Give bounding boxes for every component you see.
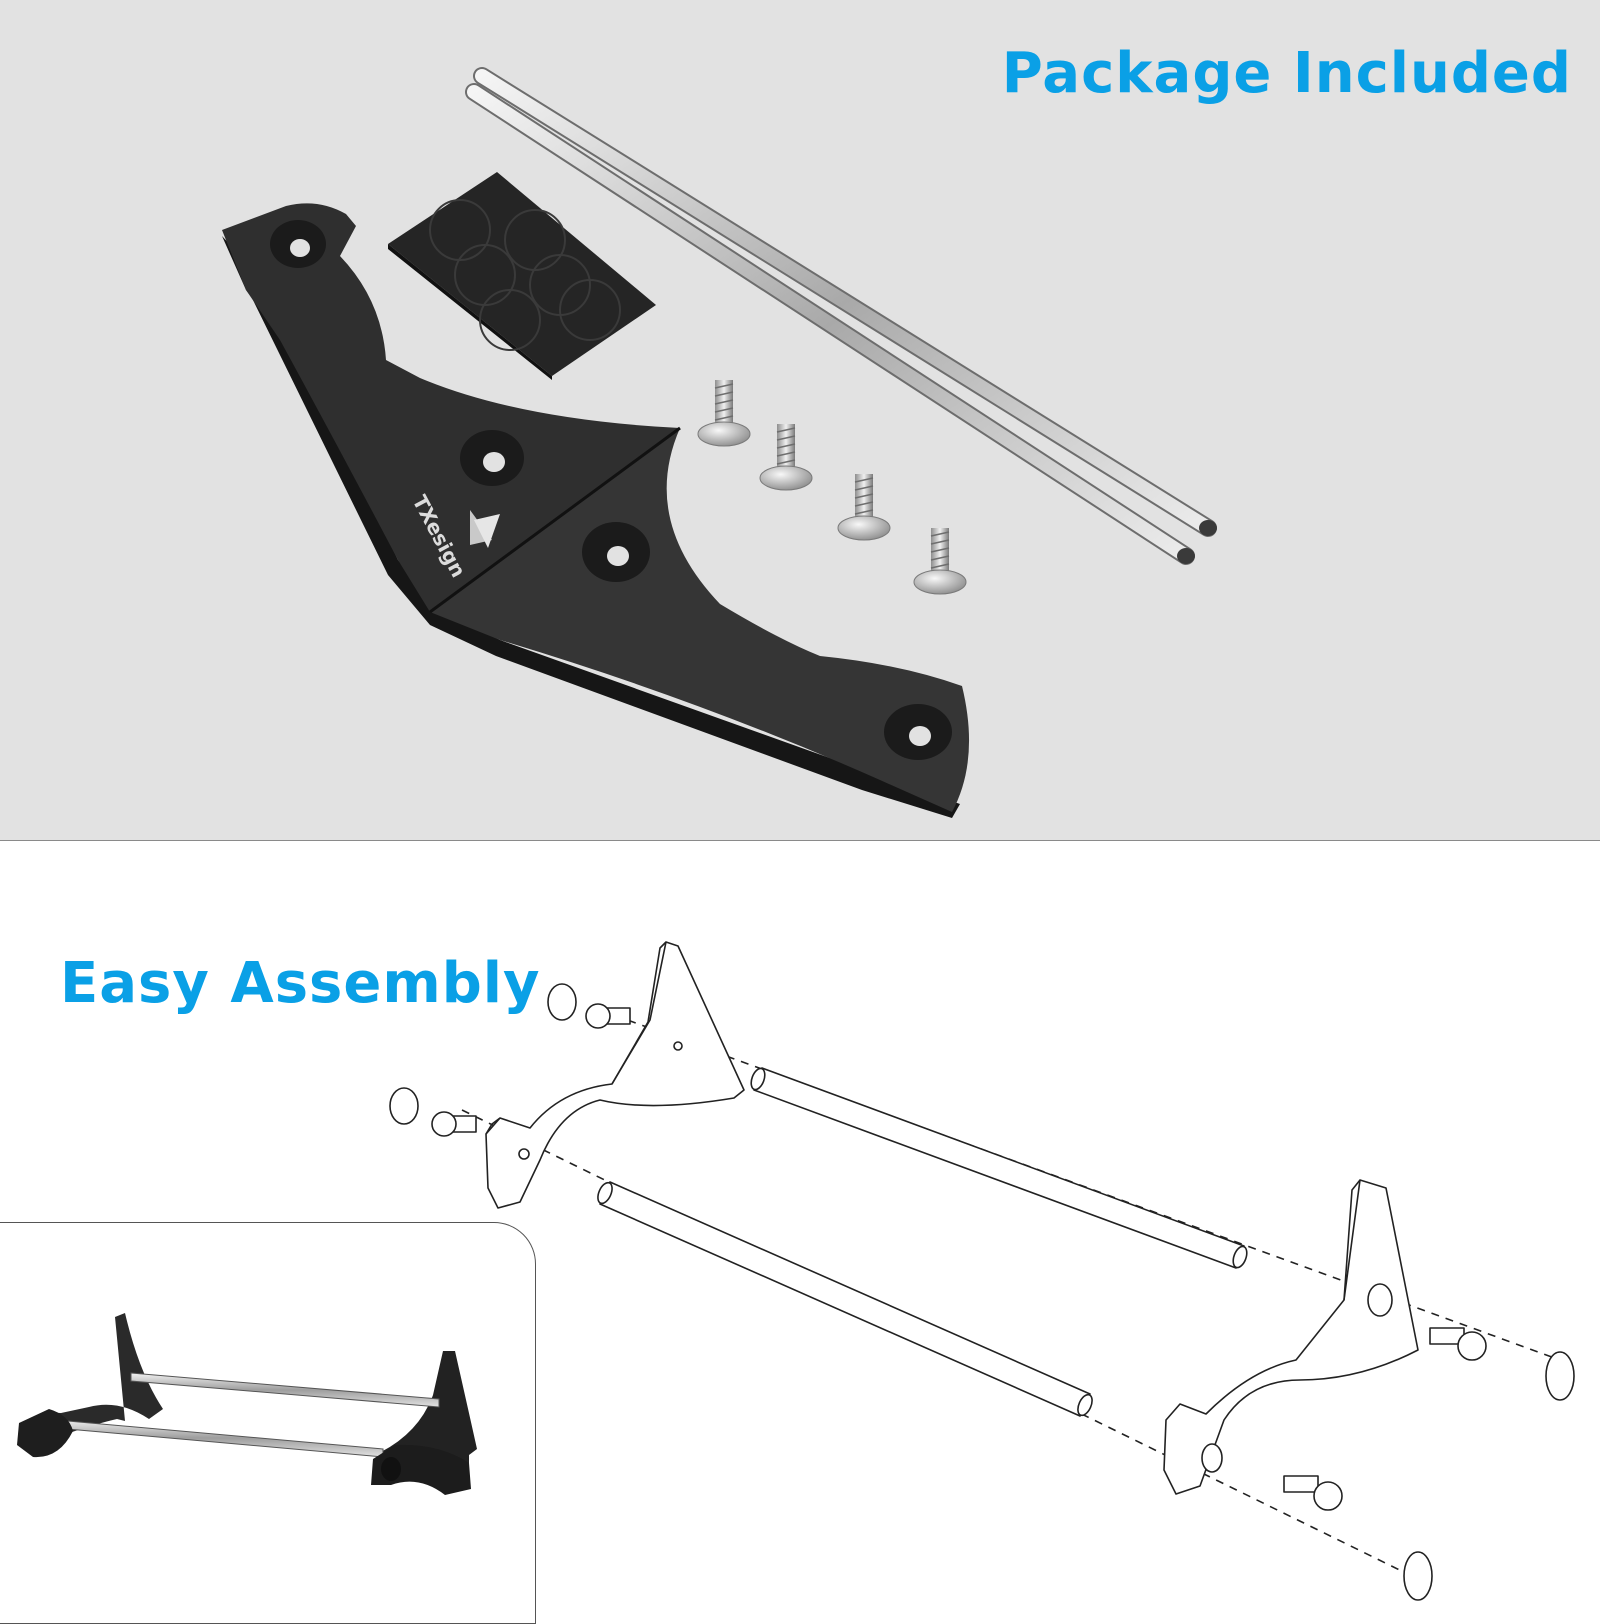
metal-rods [465,67,1217,565]
screw-3 [837,474,891,541]
assembled-stand-photo [17,1313,477,1495]
bracket-lower [430,428,970,812]
screw-1 [697,380,751,447]
rubber-pad-sheet [388,172,656,380]
rubber-pad-dots [429,199,621,351]
right-bracket-outline [1163,1179,1419,1495]
package-contents-photo: TXesign [222,67,1217,818]
cap-1 [547,983,577,1021]
cap-2 [389,1087,419,1125]
assembly-screws [389,983,1575,1601]
cap-3 [1545,1351,1575,1401]
cap-4 [1403,1551,1433,1601]
bracket-pair: TXesign [222,203,970,818]
assembled-product-inset [0,1222,536,1624]
assembly-rods [597,1067,1248,1417]
screws [697,380,967,595]
screw-4 [913,528,967,595]
bracket-upper [222,203,680,613]
left-bracket-outline [485,941,745,1209]
package-included-heading: Package Included [1001,41,1572,106]
bracket-holes [270,220,952,760]
package-included-panel: Package Included [0,0,1600,841]
easy-assembly-heading: Easy Assembly [60,951,541,1016]
screw-2 [759,424,813,491]
